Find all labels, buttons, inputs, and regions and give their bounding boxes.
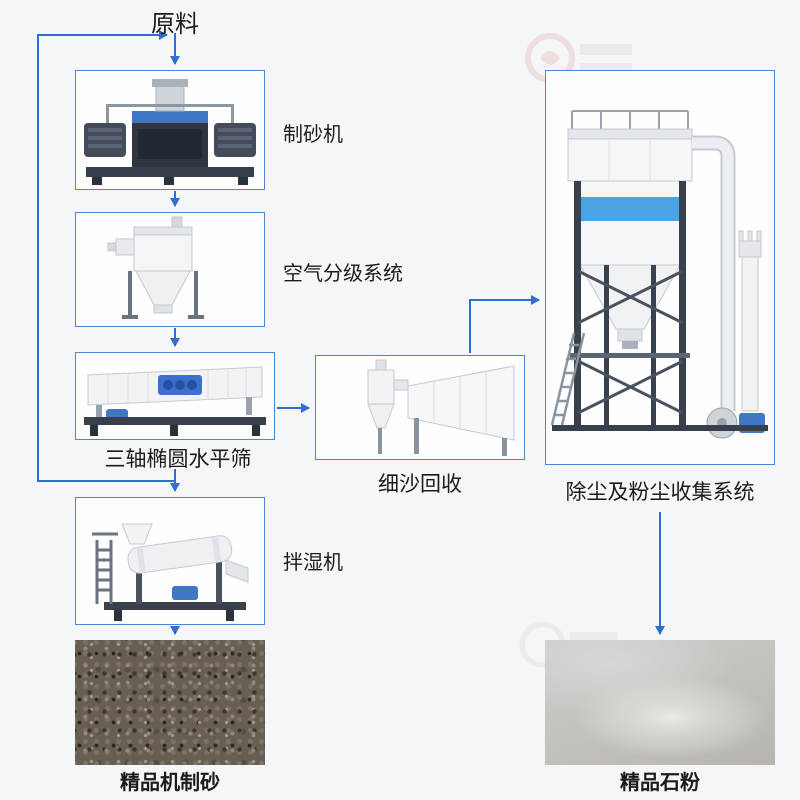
finished-sand-photo xyxy=(75,640,265,765)
dust-collection-label: 除尘及粉尘收集系统 xyxy=(565,480,755,504)
fine-sand-recycle-illustration xyxy=(367,359,515,456)
node-wet-mixer-box xyxy=(75,497,265,625)
tri-axis-screen-label: 三轴椭圆水平筛 xyxy=(104,447,252,471)
wet-mixer-label: 拌湿机 xyxy=(283,550,343,574)
node-dust-collection-box xyxy=(545,70,775,465)
finished-sand-label: 精品机制砂 xyxy=(120,770,220,794)
air-classifier-illustration xyxy=(107,216,204,319)
fine-sand-recycle-label: 细沙回收 xyxy=(378,472,462,496)
edge-fine-sand-recycle-to-dust-collection xyxy=(469,295,540,353)
air-classifier-label: 空气分级系统 xyxy=(283,261,403,285)
node-air-classifier-box xyxy=(75,212,265,327)
sand-maker-illustration xyxy=(84,79,256,185)
stone-powder-label: 精品石粉 xyxy=(620,770,700,794)
stone-powder-photo xyxy=(545,640,775,765)
node-tri-axis-screen-box xyxy=(75,352,275,440)
source-material-label: 原料 xyxy=(151,10,199,38)
wet-mixer-illustration xyxy=(92,523,249,621)
tri-axis-screen-illustration xyxy=(84,366,266,436)
dust-collector-illustration xyxy=(550,110,768,439)
node-fine-sand-recycle-box xyxy=(315,355,525,460)
sand-maker-label: 制砂机 xyxy=(283,122,343,146)
node-sand-maker-box xyxy=(75,70,265,190)
